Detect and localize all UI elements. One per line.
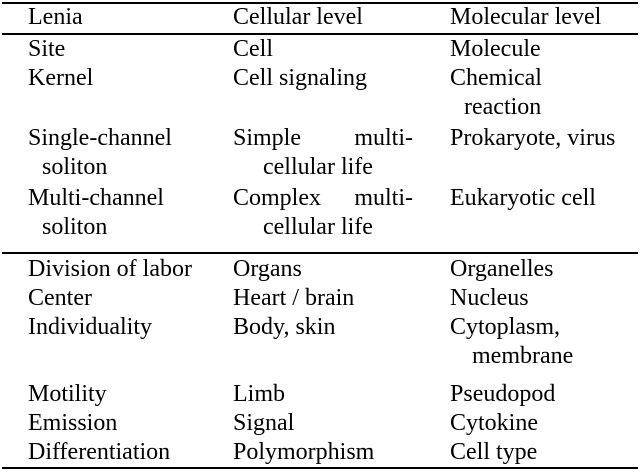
cell-col1: Single-channel <box>28 125 172 151</box>
cell-col3: Cell type <box>450 439 538 465</box>
cell-col3: Eukaryotic cell <box>450 185 596 211</box>
cell-col3: Molecule <box>450 36 541 62</box>
table-row-continuation: soliton cellular life <box>0 213 640 242</box>
table-row: Multi-channel Complex multi- Eukaryotic … <box>0 184 640 213</box>
cell-col2: Complex multi- <box>233 184 413 213</box>
cell-col3: Prokaryote, virus <box>450 125 616 151</box>
cell-col1: Differentiation <box>28 439 171 465</box>
cell-col1: Division of labor <box>28 256 192 282</box>
table-rule-bottom <box>2 467 638 469</box>
column-header-molecular-level: Molecular level <box>450 4 602 30</box>
cell-col1: Multi-channel <box>28 185 164 211</box>
table-row: Motility Limb Pseudopod <box>0 380 640 409</box>
table-row: Kernel Cell signaling Chemical <box>0 64 640 93</box>
cell-col1: Site <box>28 36 66 62</box>
cell-col3: Cytokine <box>450 410 538 436</box>
cell-col2-word-left: Complex <box>233 185 321 211</box>
cell-col1: Motility <box>28 381 107 407</box>
cell-col1-wrap: soliton <box>42 154 108 180</box>
cell-col2: Organs <box>233 256 302 282</box>
cell-col2-wrap: cellular life <box>263 214 373 240</box>
cell-col2: Cell <box>233 36 273 62</box>
cell-col3: Organelles <box>450 256 554 282</box>
cell-col2: Cell signaling <box>233 65 367 91</box>
cell-col2: Body, skin <box>233 314 336 340</box>
table-row: Individuality Body, skin Cytoplasm, <box>0 313 640 342</box>
cell-col2-word-right: multi- <box>354 185 413 211</box>
table-row-continuation: reaction <box>0 93 640 122</box>
table-row: Center Heart / brain Nucleus <box>0 284 640 313</box>
cell-col2: Signal <box>233 410 295 436</box>
cell-col2: Simple multi- <box>233 124 413 153</box>
table-row: Differentiation Polymorphism Cell type <box>0 438 640 467</box>
table-header-row: Lenia Cellular level Molecular level <box>0 3 640 32</box>
cell-col2: Limb <box>233 381 285 407</box>
cell-col1: Kernel <box>28 65 94 91</box>
table-row-continuation: soliton cellular life <box>0 153 640 182</box>
column-header-lenia: Lenia <box>28 4 83 30</box>
cell-col3-wrap: reaction <box>464 94 542 120</box>
cell-col1: Emission <box>28 410 118 436</box>
cell-col3: Pseudopod <box>450 381 556 407</box>
cell-col3: Chemical <box>450 65 542 91</box>
cell-col3-wrap: membrane <box>472 343 574 369</box>
table-rule-section <box>2 252 638 254</box>
cell-col1-wrap: soliton <box>42 214 108 240</box>
cell-col2-word-right: multi- <box>354 125 413 151</box>
cell-col2-wrap: cellular life <box>263 154 373 180</box>
cell-col2: Polymorphism <box>233 439 375 465</box>
table-rule-header <box>2 33 638 35</box>
cell-col1: Individuality <box>28 314 152 340</box>
cell-col1: Center <box>28 285 92 311</box>
cell-col3: Cytoplasm, <box>450 314 561 340</box>
table-rule-top <box>2 2 638 4</box>
table-row: Division of labor Organs Organelles <box>0 255 640 284</box>
table-row-continuation: membrane <box>0 342 640 371</box>
column-header-cellular-level: Cellular level <box>233 4 363 30</box>
table-row: Single-channel Simple multi- Prokaryote,… <box>0 124 640 153</box>
cell-col2-word-left: Simple <box>233 125 302 151</box>
cell-col3: Nucleus <box>450 285 529 311</box>
table-row: Site Cell Molecule <box>0 35 640 64</box>
cell-col2: Heart / brain <box>233 285 355 311</box>
table-row: Emission Signal Cytokine <box>0 409 640 438</box>
